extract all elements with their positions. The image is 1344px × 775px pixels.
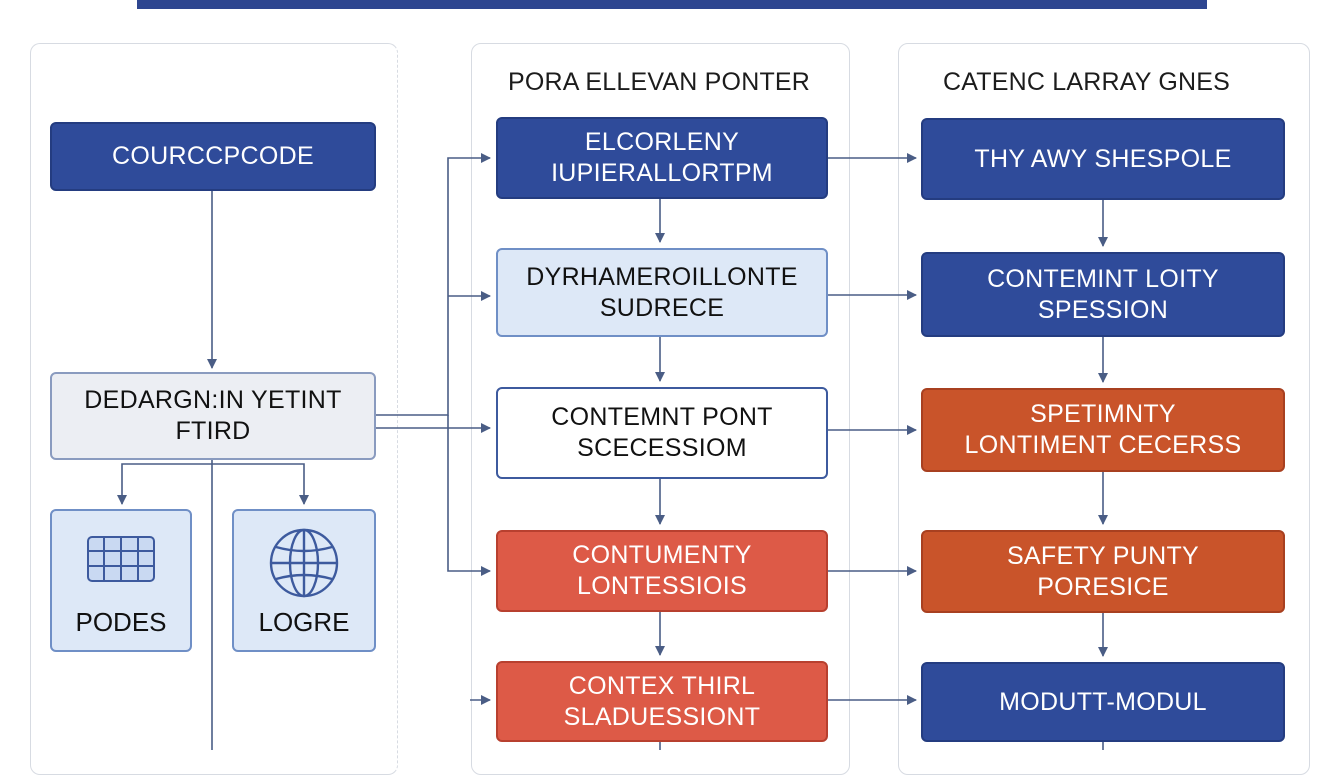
right-box-4-line-1: SAFETY PUNTY (1006, 541, 1200, 570)
logre-card: LOGRE (232, 509, 376, 652)
middle-box-3: CONTEMNT PONT SCECESSIOM (496, 387, 828, 479)
right-box-3: SPETIMNTY LONTIMENT CECERSS (921, 388, 1285, 472)
logre-label: LOGRE (258, 607, 350, 637)
podes-card: PODES (50, 509, 192, 652)
right-box-2-line-1: CONTEMINT LOITY (987, 264, 1219, 293)
middle-box-1-line-2: IUPIERALLORTPM (551, 159, 773, 187)
right-box-1-line-1: THY AWY SHESPOLE (974, 144, 1232, 173)
right-box-1: THY AWY SHESPOLE (921, 118, 1285, 200)
middle-box-4-line-1: CONTUMENTY (572, 541, 752, 569)
design-box-line-2: FTIRD (175, 417, 251, 445)
middle-box-1-line-1: ELCORLENY (584, 128, 740, 156)
right-panel-title: CATENC LARRAY GNES (943, 68, 1230, 96)
middle-box-3-line-1: CONTEMNT PONT (551, 403, 773, 431)
source-code-label: COURCCPCODE (112, 142, 314, 170)
middle-panel-title: PORA ELLEVAN PONTER (508, 68, 811, 96)
middle-box-2-line-2: SUDRECE (599, 293, 725, 322)
right-box-3-line-1: SPETIMNTY (1030, 400, 1176, 428)
connector-lines (117, 153, 1108, 750)
right-box-4: SAFETY PUNTY PORESICE (921, 530, 1285, 613)
right-box-5-line-1: MODUTT-MODUL (999, 687, 1207, 716)
middle-box-1: ELCORLENY IUPIERALLORTPM (496, 117, 828, 199)
design-box-line-1: DEDARGN:IN YETINT (84, 386, 342, 414)
right-box-3-line-2: LONTIMENT CECERSS (964, 431, 1242, 459)
grid-icon (87, 536, 155, 582)
middle-box-3-line-2: SCECESSIOM (577, 434, 747, 462)
middle-box-5-line-2: SLADUESSIONT (563, 702, 761, 731)
podes-label: PODES (75, 607, 167, 637)
top-banner-bar (137, 0, 1207, 9)
right-box-4-line-2: PORESICE (1037, 572, 1169, 601)
right-box-2: CONTEMINT LOITY SPESSION (921, 252, 1285, 337)
middle-box-2: DYRHAMEROILLONTE SUDRECE (496, 248, 828, 337)
design-box: DEDARGN:IN YETINT FTIRD (50, 372, 376, 460)
middle-box-2-line-1: DYRHAMEROILLONTE (526, 262, 798, 291)
middle-box-4-line-2: LONTESSIOIS (576, 572, 747, 600)
source-code-box: COURCCPCODE (50, 122, 376, 191)
right-box-2-line-2: SPESSION (1037, 295, 1169, 324)
right-box-5: MODUTT-MODUL (921, 662, 1285, 742)
middle-box-5-line-1: CONTEX THIRL (568, 671, 756, 700)
middle-box-4: CONTUMENTY LONTESSIOIS (496, 530, 828, 612)
globe-icon (269, 528, 339, 598)
middle-box-5: CONTEX THIRL SLADUESSIONT (496, 661, 828, 742)
